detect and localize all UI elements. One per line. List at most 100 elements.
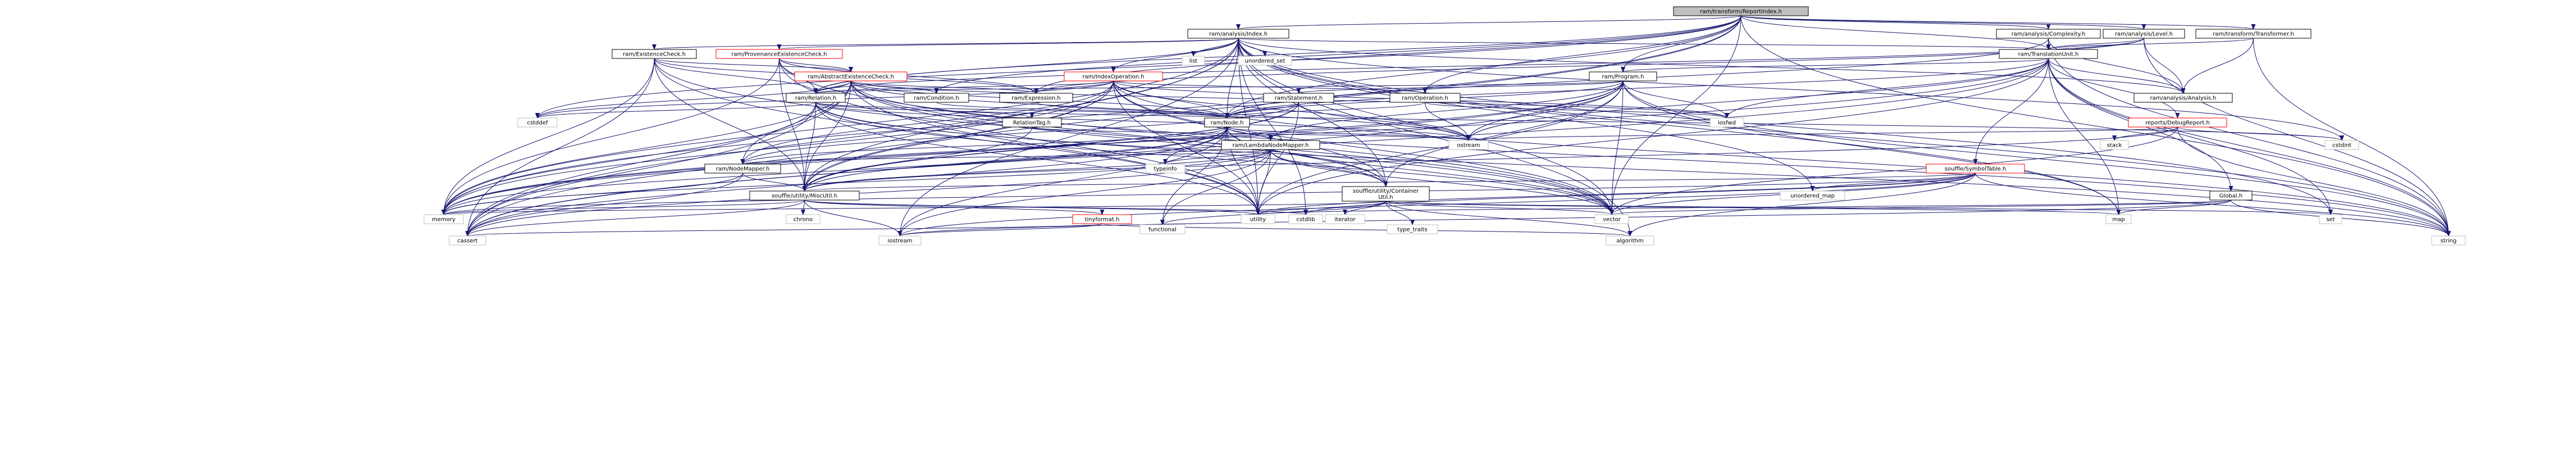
edge-global-to-vector	[1610, 199, 2231, 215]
node-complexity-label: ram/analysis/Complexity.h	[2012, 31, 2086, 38]
edge-index-to-cstdint	[1238, 38, 2344, 141]
node-typeinfo-box	[1145, 164, 1186, 174]
node-abstractexist[interactable]: ram/AbstractExistenceCheck.h	[794, 71, 908, 81]
edge-indexop-to-nodemapper	[740, 80, 1114, 165]
node-list: list	[1182, 56, 1205, 66]
edge-tu-to-memory	[441, 58, 2049, 215]
node-set: set	[2319, 214, 2342, 224]
node-iterator-label: iterator	[1334, 217, 1356, 223]
node-complexity[interactable]: ram/analysis/Complexity.h	[1996, 29, 2101, 39]
node-program[interactable]: ram/Program.h	[1589, 71, 1657, 81]
node-program-box	[1589, 71, 1657, 81]
edge-existence-to-relation	[654, 58, 818, 94]
edge-abstractexist-to-utility	[850, 80, 1260, 215]
node-iosfwd-box	[1709, 117, 1744, 128]
node-relationtag-label: RelationTag.h	[1013, 120, 1051, 126]
edge-root-to-cstddef	[535, 15, 1741, 119]
edge-indexop-to-utility	[1113, 80, 1260, 215]
node-indexop[interactable]: ram/IndexOperation.h	[1064, 71, 1163, 81]
node-nodemapper[interactable]: ram/NodeMapper.h	[704, 164, 781, 174]
edge-debugreport-to-stack	[2112, 126, 2178, 141]
node-tinyformat[interactable]: tinyformat.h	[1072, 214, 1132, 224]
node-existence[interactable]: ram/ExistenceCheck.h	[612, 49, 697, 59]
node-global[interactable]: Global.h	[2209, 191, 2253, 201]
node-memory-box	[423, 214, 464, 224]
node-algorithm: algorithm	[1606, 235, 1654, 246]
edge-index-to-iostream	[897, 38, 1239, 237]
edge-index-to-provenance	[777, 38, 1239, 50]
node-operation[interactable]: ram/Operation.h	[1389, 93, 1461, 103]
node-node[interactable]: ram/Node.h	[1204, 117, 1250, 128]
node-map: map	[2105, 214, 2132, 224]
node-ostream-box	[1448, 140, 1489, 150]
edge-relationtag-to-miscutil	[802, 126, 1032, 192]
node-typeinfo-label: typeinfo	[1153, 166, 1177, 173]
node-relationtag[interactable]: RelationTag.h	[1002, 117, 1062, 128]
edge-tu-to-node	[1225, 58, 2049, 119]
node-lambda[interactable]: ram/LambdaNodeMapper.h	[1221, 140, 1320, 150]
edge-lambda-to-container	[1270, 149, 1388, 187]
node-set-box	[2319, 214, 2342, 224]
node-operation-label: ram/Operation.h	[1402, 96, 1448, 102]
edge-nodemapper-to-memory	[441, 173, 743, 215]
node-level[interactable]: ram/analysis/Level.h	[2103, 29, 2185, 39]
edge-relation-to-memory	[441, 102, 816, 215]
edge-lambda-to-iostream	[897, 149, 1271, 237]
edge-index-to-indexop	[1111, 38, 1239, 72]
edge-existence-to-abstractexist	[654, 58, 853, 72]
node-expression[interactable]: ram/Expression.h	[999, 93, 1073, 103]
edge-lambda-to-nodemapper	[741, 149, 1271, 165]
edge-relation-to-node	[815, 102, 1229, 119]
node-debugreport[interactable]: reports/DebugReport.h	[2128, 117, 2227, 128]
node-condition[interactable]: ram/Condition.h	[904, 93, 969, 103]
edge-operation-to-ostream	[1425, 102, 1471, 141]
edge-node-to-ostream	[1227, 126, 1471, 141]
node-complexity-box	[1996, 29, 2101, 39]
node-symboltable[interactable]: souffle/SymbolTable.h	[1926, 164, 2025, 174]
node-provenance[interactable]: ram/ProvenanceExistenceCheck.h	[715, 49, 843, 59]
edge-tinyformat-to-cassert	[466, 223, 1102, 237]
edge-program-to-container	[1383, 80, 1624, 187]
node-utility-label: utility	[1250, 217, 1266, 223]
node-string-label: string	[2441, 238, 2457, 244]
node-iostream-label: iostream	[888, 238, 913, 244]
edge-root-to-string	[1740, 15, 2451, 237]
node-functional-box	[1139, 224, 1186, 234]
node-symboltable-box	[1926, 164, 2025, 174]
node-tu[interactable]: ram/TranslationUnit.h	[1999, 49, 2098, 59]
node-algorithm-label: algorithm	[1616, 238, 1643, 244]
node-miscutil[interactable]: souffle/utility/MiscUtil.h	[749, 191, 860, 201]
node-analysis-box	[2133, 93, 2233, 103]
edge-symboltable-to-unordered_map	[1810, 173, 1976, 192]
edge-tu-to-symboltable	[1973, 58, 2049, 165]
edge-transformer-to-string	[2253, 38, 2451, 237]
node-indexop-label: ram/IndexOperation.h	[1082, 74, 1144, 80]
edge-indexop-to-string	[1113, 80, 2451, 237]
node-utility-box	[1241, 214, 1275, 224]
edge-lambda-to-vector	[1270, 149, 1614, 215]
node-provenance-label: ram/ProvenanceExistenceCheck.h	[731, 52, 827, 58]
node-iostream: iostream	[878, 235, 922, 246]
edge-symboltable-to-cstdlib	[1303, 173, 1976, 215]
node-root[interactable]: ram/transform/ReportIndex.h	[1673, 6, 1809, 16]
node-cstdint-box	[2324, 140, 2359, 150]
edge-statement-to-ostream	[1298, 102, 1471, 141]
edge-debugreport-to-miscutil	[802, 126, 2178, 192]
node-transformer[interactable]: ram/transform/Transformer.h	[2195, 29, 2311, 39]
node-index[interactable]: ram/analysis/Index.h	[1187, 29, 1289, 39]
edge-root-to-vector	[1610, 15, 1741, 215]
edge-root-to-node	[1225, 15, 1741, 119]
edge-relation-to-string	[815, 102, 2451, 237]
edge-index-to-string	[1238, 38, 2451, 237]
edge-existence-to-cassert	[465, 58, 655, 237]
edge-lambda-to-cassert	[465, 149, 1271, 237]
node-tu-label: ram/TranslationUnit.h	[2018, 52, 2079, 58]
edge-program-to-lambda	[1268, 80, 1624, 141]
node-cstddef: cstddef	[517, 117, 558, 128]
node-statement[interactable]: ram/Statement.h	[1263, 93, 1334, 103]
edge-node-to-memory	[441, 126, 1228, 215]
node-relation[interactable]: ram/Relation.h	[786, 93, 846, 103]
edge-symboltable-to-iostream	[897, 173, 1976, 237]
node-analysis[interactable]: ram/analysis/Analysis.h	[2133, 93, 2233, 103]
